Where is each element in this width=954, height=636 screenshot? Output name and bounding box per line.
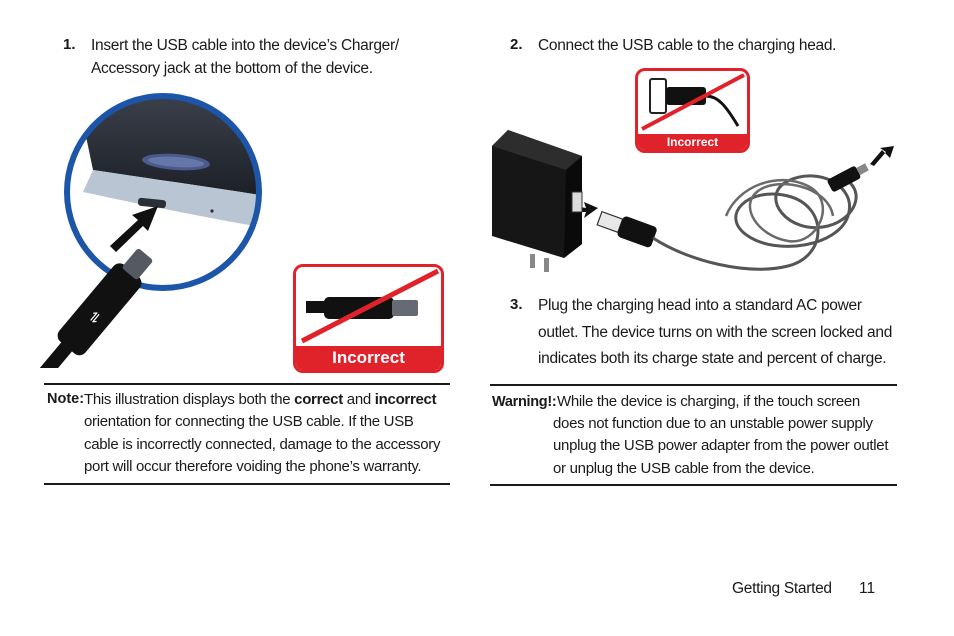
incorrect-label-right: Incorrect	[638, 134, 747, 150]
footer-section-title: Getting Started	[732, 580, 832, 597]
warning-bottom-rule	[490, 484, 897, 486]
note-correct-word: correct	[294, 391, 343, 408]
note-incorrect-word: incorrect	[374, 391, 437, 408]
note-line-4: port will occur therefore voiding the ph…	[84, 457, 422, 475]
footer-page-number: 11	[859, 580, 876, 597]
step-1-line-2: Accessory jack at the bottom of the devi…	[91, 60, 373, 77]
step-3-line-3: indicates both its charge state and perc…	[538, 350, 887, 367]
step-2-text: Connect the USB cable to the charging he…	[538, 34, 836, 57]
warning-line-3: unplug the USB power adapter from the po…	[553, 437, 889, 455]
step-1-number: 1.	[63, 36, 76, 53]
note-label: Note:	[47, 391, 85, 407]
warning-first-line: While the device is charging, if the tou…	[557, 393, 860, 410]
incorrect-cable-icon	[300, 268, 440, 344]
note-line-3: cable is incorrectly connected, damage t…	[84, 435, 441, 453]
note-line-1a: This illustration displays both the	[84, 391, 295, 408]
note-body: This illustration displays both the corr…	[84, 389, 450, 478]
step-1-line-1: Insert the USB cable into the device’s C…	[91, 37, 399, 54]
incorrect-badge-left: Incorrect	[293, 264, 444, 373]
note-line-1c: and	[342, 391, 375, 408]
incorrect-label-left: Incorrect	[296, 346, 441, 370]
warning-line-2: does not function due to an unstable pow…	[553, 415, 873, 432]
step-3-line-2: outlet. The device turns on with the scr…	[538, 323, 893, 341]
note-bottom-rule	[44, 483, 450, 485]
step-3-text: Plug the charging head into a standard A…	[538, 293, 892, 373]
note-line-2: orientation for connecting the USB cable…	[84, 413, 414, 431]
step-3-line-1: Plug the charging head into a standard A…	[538, 297, 862, 314]
incorrect-badge-right: Incorrect	[635, 68, 750, 153]
note-line-1: This illustration displays both the corr…	[84, 389, 450, 411]
incorrect-adapter-icon	[641, 73, 745, 131]
step-3-number: 3.	[510, 296, 523, 313]
warning-label: Warning!:	[492, 394, 557, 410]
step-2-number: 2.	[510, 36, 523, 53]
warning-top-rule	[490, 384, 897, 386]
warning-line-4: or unplug the USB cable from the device.	[553, 459, 815, 477]
device-port-illustration: ⇌	[38, 88, 278, 368]
warning-body: does not function due to an unstable pow…	[553, 413, 897, 480]
step-1-text: Insert the USB cable into the device’s C…	[91, 34, 399, 80]
charger-cable-illustration	[488, 126, 898, 276]
note-top-rule	[44, 383, 450, 385]
step-2-line-1: Connect the USB cable to the charging he…	[538, 37, 837, 54]
